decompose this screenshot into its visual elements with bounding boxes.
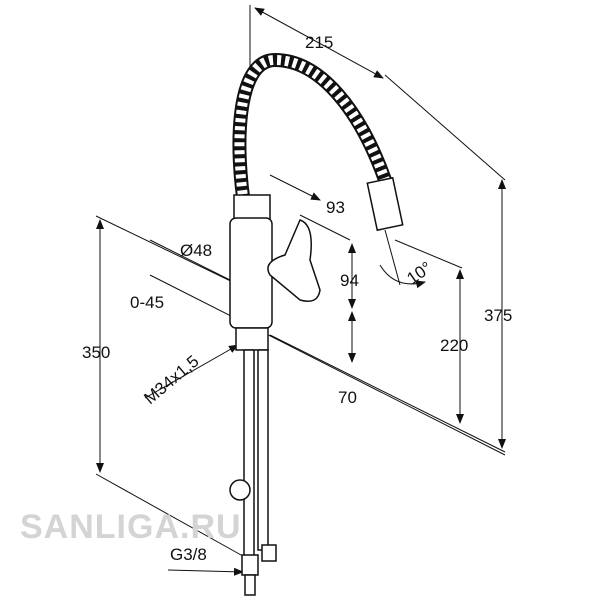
dim-350: 350 bbox=[82, 343, 110, 362]
dim-70: 70 bbox=[338, 388, 357, 407]
dim-swivel: 0-45 bbox=[130, 293, 164, 312]
dim-thread: M34x1,5 bbox=[140, 352, 202, 408]
dim-375: 375 bbox=[484, 306, 512, 325]
dimension-lines bbox=[95, 5, 506, 576]
dim-connection: G3/8 bbox=[170, 545, 207, 564]
watermark: SANLIGA.RU bbox=[20, 508, 242, 546]
dim-diameter: Ø48 bbox=[180, 241, 212, 260]
dim-93: 93 bbox=[326, 198, 345, 217]
dim-94: 94 bbox=[340, 271, 359, 290]
dim-220: 220 bbox=[440, 336, 468, 355]
dim-215: 215 bbox=[305, 33, 333, 52]
faucet-body bbox=[229, 52, 404, 596]
